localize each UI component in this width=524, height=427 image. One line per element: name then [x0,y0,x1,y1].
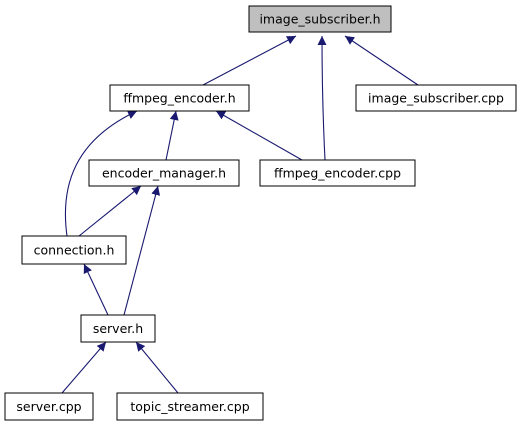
node-label: ffmpeg_encoder.h [123,91,235,106]
edge-topic-streamer-cpp-to-server-h [135,341,179,394]
node-server-cpp[interactable]: server.cpp [4,392,94,421]
node-topic-streamer-cpp[interactable]: topic_streamer.cpp [116,392,264,421]
node-label: topic_streamer.cpp [130,399,249,414]
node-server-h[interactable]: server.h [80,314,156,343]
node-label: connection.h [34,243,115,258]
nodes-layer: image_subscriber.h ffmpeg_encoder.h imag… [4,5,517,421]
edge-server-cpp-to-server-h [61,341,107,394]
node-label: server.cpp [16,399,81,414]
node-image-subscriber-h[interactable]: image_subscriber.h [248,5,392,33]
node-image-subscriber-cpp[interactable]: image_subscriber.cpp [355,84,517,112]
node-label: server.h [93,321,143,336]
edges-layer [61,35,419,394]
node-label: image_subscriber.cpp [368,91,504,106]
edge-connection-h-to-encoder-manager-h [78,185,142,237]
edge-ffmpeg-encoder-cpp-to-ffmpeg-encoder-h [215,110,303,161]
edge-server-h-to-connection-h [83,263,109,316]
node-encoder-manager-h[interactable]: encoder_manager.h [88,159,240,187]
edge-connection-h-to-ffmpeg-encoder-h [64,110,138,237]
node-connection-h[interactable]: connection.h [21,235,127,265]
node-label: ffmpeg_encoder.cpp [274,166,401,181]
edge-image-subscriber-cpp-to-image-subscriber-h [344,35,419,86]
node-label: image_subscriber.h [259,12,380,27]
node-ffmpeg-encoder-cpp[interactable]: ffmpeg_encoder.cpp [259,159,416,187]
node-label: encoder_manager.h [102,166,226,181]
edge-server-h-to-encoder-manager-h [123,185,161,316]
edge-ffmpeg-encoder-cpp-to-image-subscriber-h [317,35,327,161]
node-ffmpeg-encoder-h[interactable]: ffmpeg_encoder.h [109,84,250,112]
edge-ffmpeg-encoder-h-to-image-subscriber-h [202,35,297,86]
edge-encoder-manager-h-to-ffmpeg-encoder-h [165,110,179,161]
